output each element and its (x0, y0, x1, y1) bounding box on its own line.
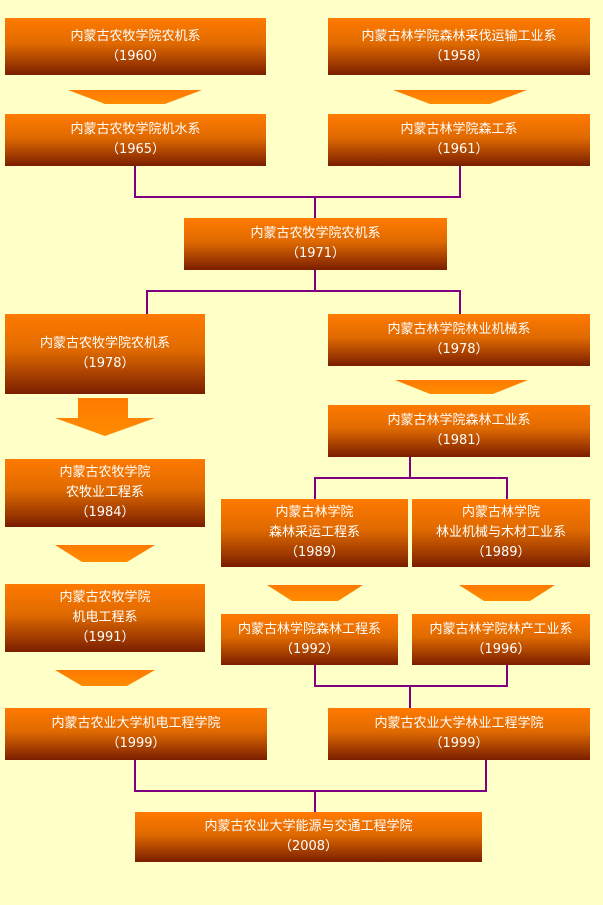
connector-merge-1996 (314, 665, 508, 687)
node-1999-jidian-xueyuan: 内蒙古农业大学机电工程学院 （1999） (5, 708, 267, 760)
node-year: （1960） (105, 48, 166, 64)
arrow-n10-n13-shape (267, 585, 363, 601)
node-1960-nongji: 内蒙古农牧学院农机系 （1960） (5, 18, 266, 75)
node-line: 内蒙古农牧学院农机系 (39, 336, 170, 351)
node-1978-nongji: 内蒙古农牧学院农机系 （1978） (5, 314, 205, 394)
connector-merge-1971 (134, 166, 461, 198)
node-line: 内蒙古农业大学林业工程学院 (374, 716, 544, 731)
node-line: 内蒙古林学院林业机械系 (387, 322, 531, 337)
arrow-n1-n3-shape (68, 90, 202, 104)
node-1996-linchan-gongye: 内蒙古林学院林产工业系 （1996） (412, 614, 590, 665)
connector-split-1981 (314, 477, 508, 499)
node-1965-jishui: 内蒙古农牧学院机水系 （1965） (5, 114, 266, 166)
node-line: 内蒙古林学院森工系 (400, 122, 518, 137)
connector-split-1971 (146, 290, 461, 314)
arrow-n12-n15-shape (55, 670, 155, 686)
node-line: 林业机械与木材工业系 (435, 525, 566, 540)
node-line: 内蒙古林学院 (275, 505, 354, 520)
node-year: （1996） (471, 641, 531, 657)
node-year: （1971） (285, 246, 346, 261)
node-year: （1961） (429, 142, 489, 157)
node-line: 内蒙古林学院森林工业系 (387, 413, 531, 428)
node-line: 内蒙古农业大学机电工程学院 (51, 716, 221, 731)
node-1958-senlin-caifa: 内蒙古林学院森林采伐运输工业系 （1958） (328, 18, 590, 75)
node-line: 内蒙古林学院 (461, 505, 540, 520)
node-line: 内蒙古农牧学院机水系 (70, 122, 201, 137)
node-year: （2008） (278, 839, 339, 854)
node-1991-jidian: 内蒙古农牧学院 机电工程系 （1991） (5, 584, 205, 652)
node-year: （1992） (279, 641, 340, 657)
node-line: 内蒙古林学院森林采伐运输工业系 (361, 28, 557, 44)
node-1971-nongji: 内蒙古农牧学院农机系 （1971） (184, 218, 447, 270)
node-year: （1989） (284, 545, 345, 560)
node-line: 内蒙古农牧学院农机系 (70, 28, 201, 44)
node-1989-senlin-caiyun: 内蒙古林学院 森林采运工程系 （1989） (221, 499, 408, 567)
node-year: （1978） (75, 356, 135, 371)
arrow-n6-n9-shape (55, 398, 155, 436)
node-year: （1978） (429, 342, 489, 357)
node-1992-senlin-gongcheng: 内蒙古林学院森林工程系 （1992） (221, 614, 398, 665)
node-1961-sengong: 内蒙古林学院森工系 （1961） (328, 114, 590, 166)
node-line: 内蒙古农业大学能源与交通工程学院 (204, 819, 413, 834)
arrow-n7-n8-shape (395, 380, 528, 394)
node-1989-linye-jixie-mucai: 内蒙古林学院 林业机械与木材工业系 （1989） (412, 499, 590, 567)
connector-merge-2008 (134, 760, 487, 792)
node-1978-linye-jixie: 内蒙古林学院林业机械系 （1978） (328, 314, 590, 366)
node-1999-linye-gongcheng-xueyuan: 内蒙古农业大学林业工程学院 （1999） (328, 708, 590, 760)
node-year: （1989） (471, 545, 531, 560)
arrow-n2-n4-shape (393, 90, 527, 104)
node-2008-nengyuan-jiaotong: 内蒙古农业大学能源与交通工程学院 （2008） (135, 812, 482, 862)
node-line: 森林采运工程系 (268, 525, 360, 540)
arrow-n11-n14-shape (459, 585, 555, 601)
node-line: 农牧业工程系 (65, 485, 144, 500)
node-year: （1984） (75, 505, 135, 520)
arrow-n9-n12-shape (55, 545, 155, 562)
node-year: （1958） (429, 48, 489, 64)
node-year: （1999） (429, 736, 489, 751)
node-year: （1965） (105, 142, 166, 157)
node-line: 内蒙古林学院森林工程系 (237, 621, 381, 637)
node-line: 内蒙古农牧学院 (59, 465, 151, 480)
node-year: （1999） (106, 736, 166, 751)
node-1981-senlin-gongye: 内蒙古林学院森林工业系 （1981） (328, 405, 590, 457)
node-1984-nongmuye: 内蒙古农牧学院 农牧业工程系 （1984） (5, 459, 205, 527)
node-line: 内蒙古林学院林产工业系 (429, 621, 573, 637)
node-year: （1981） (429, 433, 489, 448)
node-line: 内蒙古农牧学院农机系 (250, 226, 381, 241)
node-line: 内蒙古农牧学院 (59, 590, 151, 605)
node-year: （1991） (75, 630, 135, 645)
node-line: 机电工程系 (72, 610, 138, 625)
